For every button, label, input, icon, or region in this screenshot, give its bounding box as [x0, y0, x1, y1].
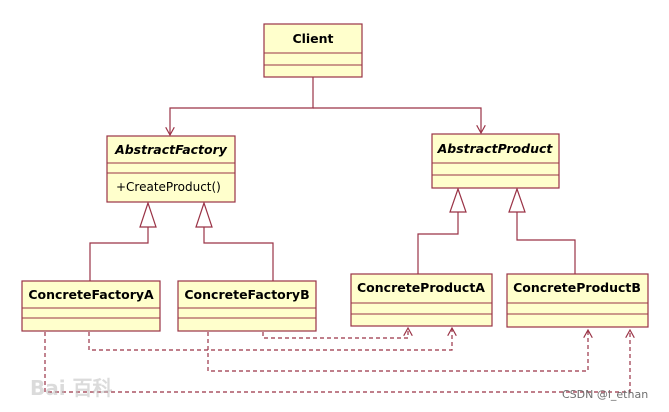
class-concrete-factory-a[interactable]: ConcreteFactoryA [21, 280, 161, 332]
class-concrete-factory-a-name: ConcreteFactoryA [28, 287, 154, 302]
class-abstract-product-name: AbstractProduct [437, 141, 554, 156]
class-concrete-factory-b-name: ConcreteFactoryB [184, 287, 309, 302]
class-abstract-factory[interactable]: AbstractFactory +CreateProduct() [106, 135, 236, 203]
class-concrete-product-b[interactable]: ConcreteProductB [506, 273, 649, 328]
dependencies [44, 328, 630, 393]
class-concrete-product-b-name: ConcreteProductB [513, 280, 641, 295]
class-concrete-factory-b[interactable]: ConcreteFactoryB [177, 280, 317, 332]
class-client[interactable]: Client [263, 23, 363, 78]
generalization-product-b [508, 187, 576, 274]
generalization-factory-b [195, 201, 274, 281]
class-abstract-factory-name: AbstractFactory [114, 142, 228, 157]
class-concrete-product-a-name: ConcreteProductA [357, 280, 485, 295]
class-abstract-factory-operation: +CreateProduct() [116, 180, 221, 194]
class-client-name: Client [292, 31, 333, 46]
association-client-products [170, 77, 481, 135]
generalization-factory-a [89, 201, 157, 281]
class-abstract-product[interactable]: AbstractProduct [431, 133, 560, 189]
generalization-product-a [417, 187, 467, 274]
class-concrete-product-a[interactable]: ConcreteProductA [350, 273, 493, 327]
